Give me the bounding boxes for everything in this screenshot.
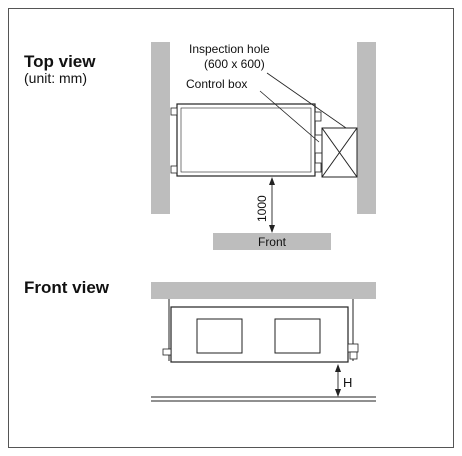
unit-opening-right xyxy=(274,318,321,354)
top-view-title: Top view xyxy=(24,52,96,71)
unit-body-top xyxy=(176,103,316,177)
unit-opening-left xyxy=(196,318,243,354)
distance-value: 1000 xyxy=(255,195,269,222)
ceiling-slab xyxy=(151,282,376,299)
front-view-title: Front view xyxy=(24,278,110,297)
inspection-hole-leader xyxy=(266,72,347,129)
front-bar xyxy=(213,233,331,250)
height-arrow-top xyxy=(335,364,341,372)
unit-inner-outline xyxy=(180,107,312,173)
front-bracket-left xyxy=(162,348,172,356)
unit-note: (unit: mm) xyxy=(24,70,87,86)
inspection-hole-cross-b xyxy=(321,127,358,178)
inspection-hole-size: (600 x 600) xyxy=(204,57,265,71)
control-box xyxy=(314,134,323,154)
left-bracket-top xyxy=(170,107,178,116)
control-box-label: Control box xyxy=(186,77,247,91)
control-box-leader xyxy=(259,90,320,143)
distance-arrow-bottom xyxy=(269,225,275,233)
inspection-hole-label: Inspection hole xyxy=(189,42,270,56)
right-bracket-bottom xyxy=(314,162,322,173)
distance-arrow-top xyxy=(269,177,275,185)
left-wall xyxy=(151,42,170,214)
right-wall xyxy=(357,42,376,214)
height-label: H xyxy=(343,375,352,390)
left-bracket-bottom xyxy=(170,165,178,174)
diagram-frame xyxy=(8,8,454,448)
drain-outlet xyxy=(349,351,358,360)
height-arrow-bottom xyxy=(335,389,341,397)
front-bracket-right xyxy=(347,343,359,353)
right-bracket-top xyxy=(314,111,322,122)
front-label: Front xyxy=(258,235,287,249)
